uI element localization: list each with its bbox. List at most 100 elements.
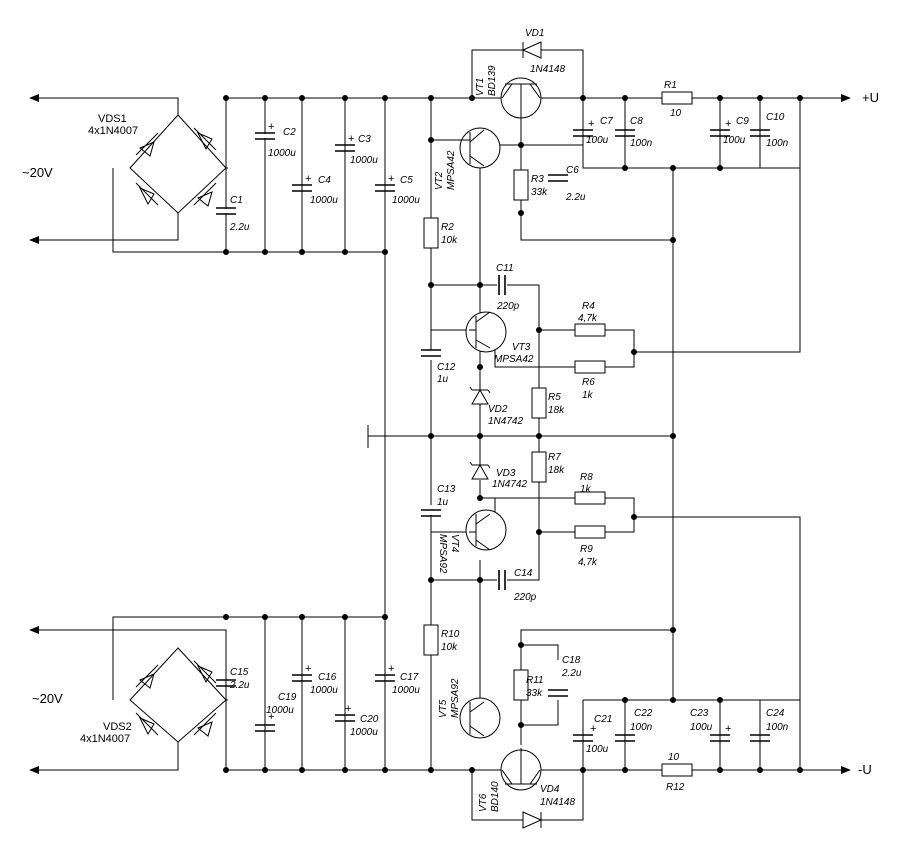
- svg-text:+: +: [268, 121, 274, 133]
- svg-text:+: +: [388, 173, 394, 185]
- c15-value: 2.2u: [229, 680, 250, 691]
- vd1-ref: VD1: [525, 28, 544, 39]
- svg-text:+: +: [268, 711, 274, 723]
- c11-value: 220p: [496, 301, 520, 312]
- c17-ref: C17: [400, 672, 419, 683]
- c20-value: 1000u: [350, 727, 378, 738]
- svg-text:+: +: [305, 663, 311, 675]
- c4-value: 1000u: [310, 195, 338, 206]
- r8-value: 1k: [580, 484, 592, 495]
- c23-value: 100u: [690, 722, 713, 733]
- c21-ref: C21: [594, 714, 612, 725]
- r7-ref: R7: [548, 452, 561, 463]
- r4-value: 4,7k: [578, 313, 598, 324]
- c4-ref: C4: [318, 175, 331, 186]
- c6-ref: C6: [566, 165, 579, 176]
- labels: +U -U ~20V ~20V VDS1 4x1N4007 VDS2 4x1N4…: [22, 28, 879, 812]
- c24-value: 100n: [766, 722, 789, 733]
- svg-text:+: +: [348, 133, 354, 145]
- r5-ref: R5: [548, 392, 561, 403]
- c9-ref: C9: [736, 116, 749, 127]
- c5-value: 1000u: [392, 195, 420, 206]
- c8-value: 100n: [630, 138, 653, 149]
- r6-ref: R6: [582, 377, 595, 388]
- c1-value: 2.2u: [229, 222, 250, 233]
- vt3-value: MPSA42: [494, 354, 534, 365]
- c16-ref: C16: [318, 672, 337, 683]
- vt3-ref: VT3: [512, 342, 531, 353]
- r10-value: 10k: [441, 642, 458, 653]
- c10-ref: C10: [766, 112, 785, 123]
- c9-value: 100u: [723, 135, 746, 146]
- c22-value: 100n: [630, 722, 653, 733]
- c13-value: 1u: [437, 497, 449, 508]
- vt1-value: BD139: [487, 65, 498, 96]
- r1-value: 10: [670, 108, 682, 119]
- vd3-value: 1N4742: [492, 479, 527, 490]
- r11-ref: R11: [526, 675, 544, 686]
- bridge-bottom: [129, 647, 227, 743]
- r12-ref: R12: [666, 782, 685, 793]
- c3-value: 1000u: [350, 155, 378, 166]
- r9-ref: R9: [580, 544, 593, 555]
- c16-value: 1000u: [310, 685, 338, 696]
- vd1-value: 1N4148: [530, 64, 565, 75]
- r12-value: 10: [668, 752, 680, 763]
- vt5-ref: VT5: [438, 699, 449, 718]
- svg-text:+: +: [305, 173, 311, 185]
- vt2-value: MPSA42: [446, 150, 457, 190]
- vt1-ref: VT1: [475, 78, 486, 96]
- input-bottom-label: ~20V: [32, 691, 63, 706]
- rail-neg-label: -U: [858, 762, 872, 777]
- vt6-ref: VT6: [478, 793, 489, 812]
- r2-value: 10k: [441, 235, 458, 246]
- r3-ref: R3: [531, 174, 544, 185]
- c5-ref: C5: [400, 175, 413, 186]
- diodes: [469, 41, 543, 829]
- r1-ref: R1: [664, 80, 677, 91]
- c24-ref: C24: [766, 708, 785, 719]
- c15-ref: C15: [230, 667, 249, 678]
- c12-value: 1u: [437, 374, 449, 385]
- vd2-ref: VD2: [488, 404, 508, 415]
- svg-text:+: +: [725, 118, 731, 130]
- c11-ref: C11: [496, 263, 514, 274]
- vds2-value: 4x1N4007: [80, 733, 130, 745]
- vd2-value: 1N4742: [488, 416, 523, 427]
- vt4-ref: VT4: [449, 534, 460, 553]
- c17-value: 1000u: [392, 685, 420, 696]
- r10-ref: R10: [441, 629, 460, 640]
- vds1-value: 4x1N4007: [88, 125, 138, 137]
- c14-ref: C14: [514, 568, 533, 579]
- c22-ref: C22: [634, 708, 653, 719]
- r2-ref: R2: [441, 222, 454, 233]
- r9-value: 4,7k: [578, 557, 598, 568]
- c23-ref: C23: [690, 708, 709, 719]
- svg-text:+: +: [388, 663, 394, 675]
- rail-arrows: [29, 94, 851, 774]
- resistors: [423, 91, 693, 777]
- vds1-ref: VDS1: [98, 113, 127, 125]
- c12-ref: C12: [437, 362, 456, 373]
- transistors: [459, 77, 542, 791]
- vt6-value: BD140: [490, 781, 501, 812]
- c2-value: 1000u: [268, 148, 296, 159]
- c13-ref: C13: [437, 484, 456, 495]
- c19-value: 1000u: [266, 705, 294, 716]
- c3-ref: C3: [358, 134, 371, 145]
- c2-ref: C2: [283, 127, 296, 138]
- r11-value: 33k: [526, 688, 543, 699]
- r4-ref: R4: [582, 301, 595, 312]
- c18-value: 2.2u: [561, 668, 582, 679]
- junctions: [223, 95, 803, 773]
- svg-text:+: +: [345, 703, 351, 715]
- svg-text:+: +: [590, 723, 596, 735]
- r3-value: 33k: [531, 187, 548, 198]
- c7-ref: C7: [600, 116, 613, 127]
- vds2-ref: VDS2: [103, 721, 132, 733]
- capacitor-plates: [216, 129, 770, 742]
- c19-ref: C19: [278, 692, 297, 703]
- vt4-value: MPSA92: [437, 534, 448, 574]
- c8-ref: C8: [630, 116, 643, 127]
